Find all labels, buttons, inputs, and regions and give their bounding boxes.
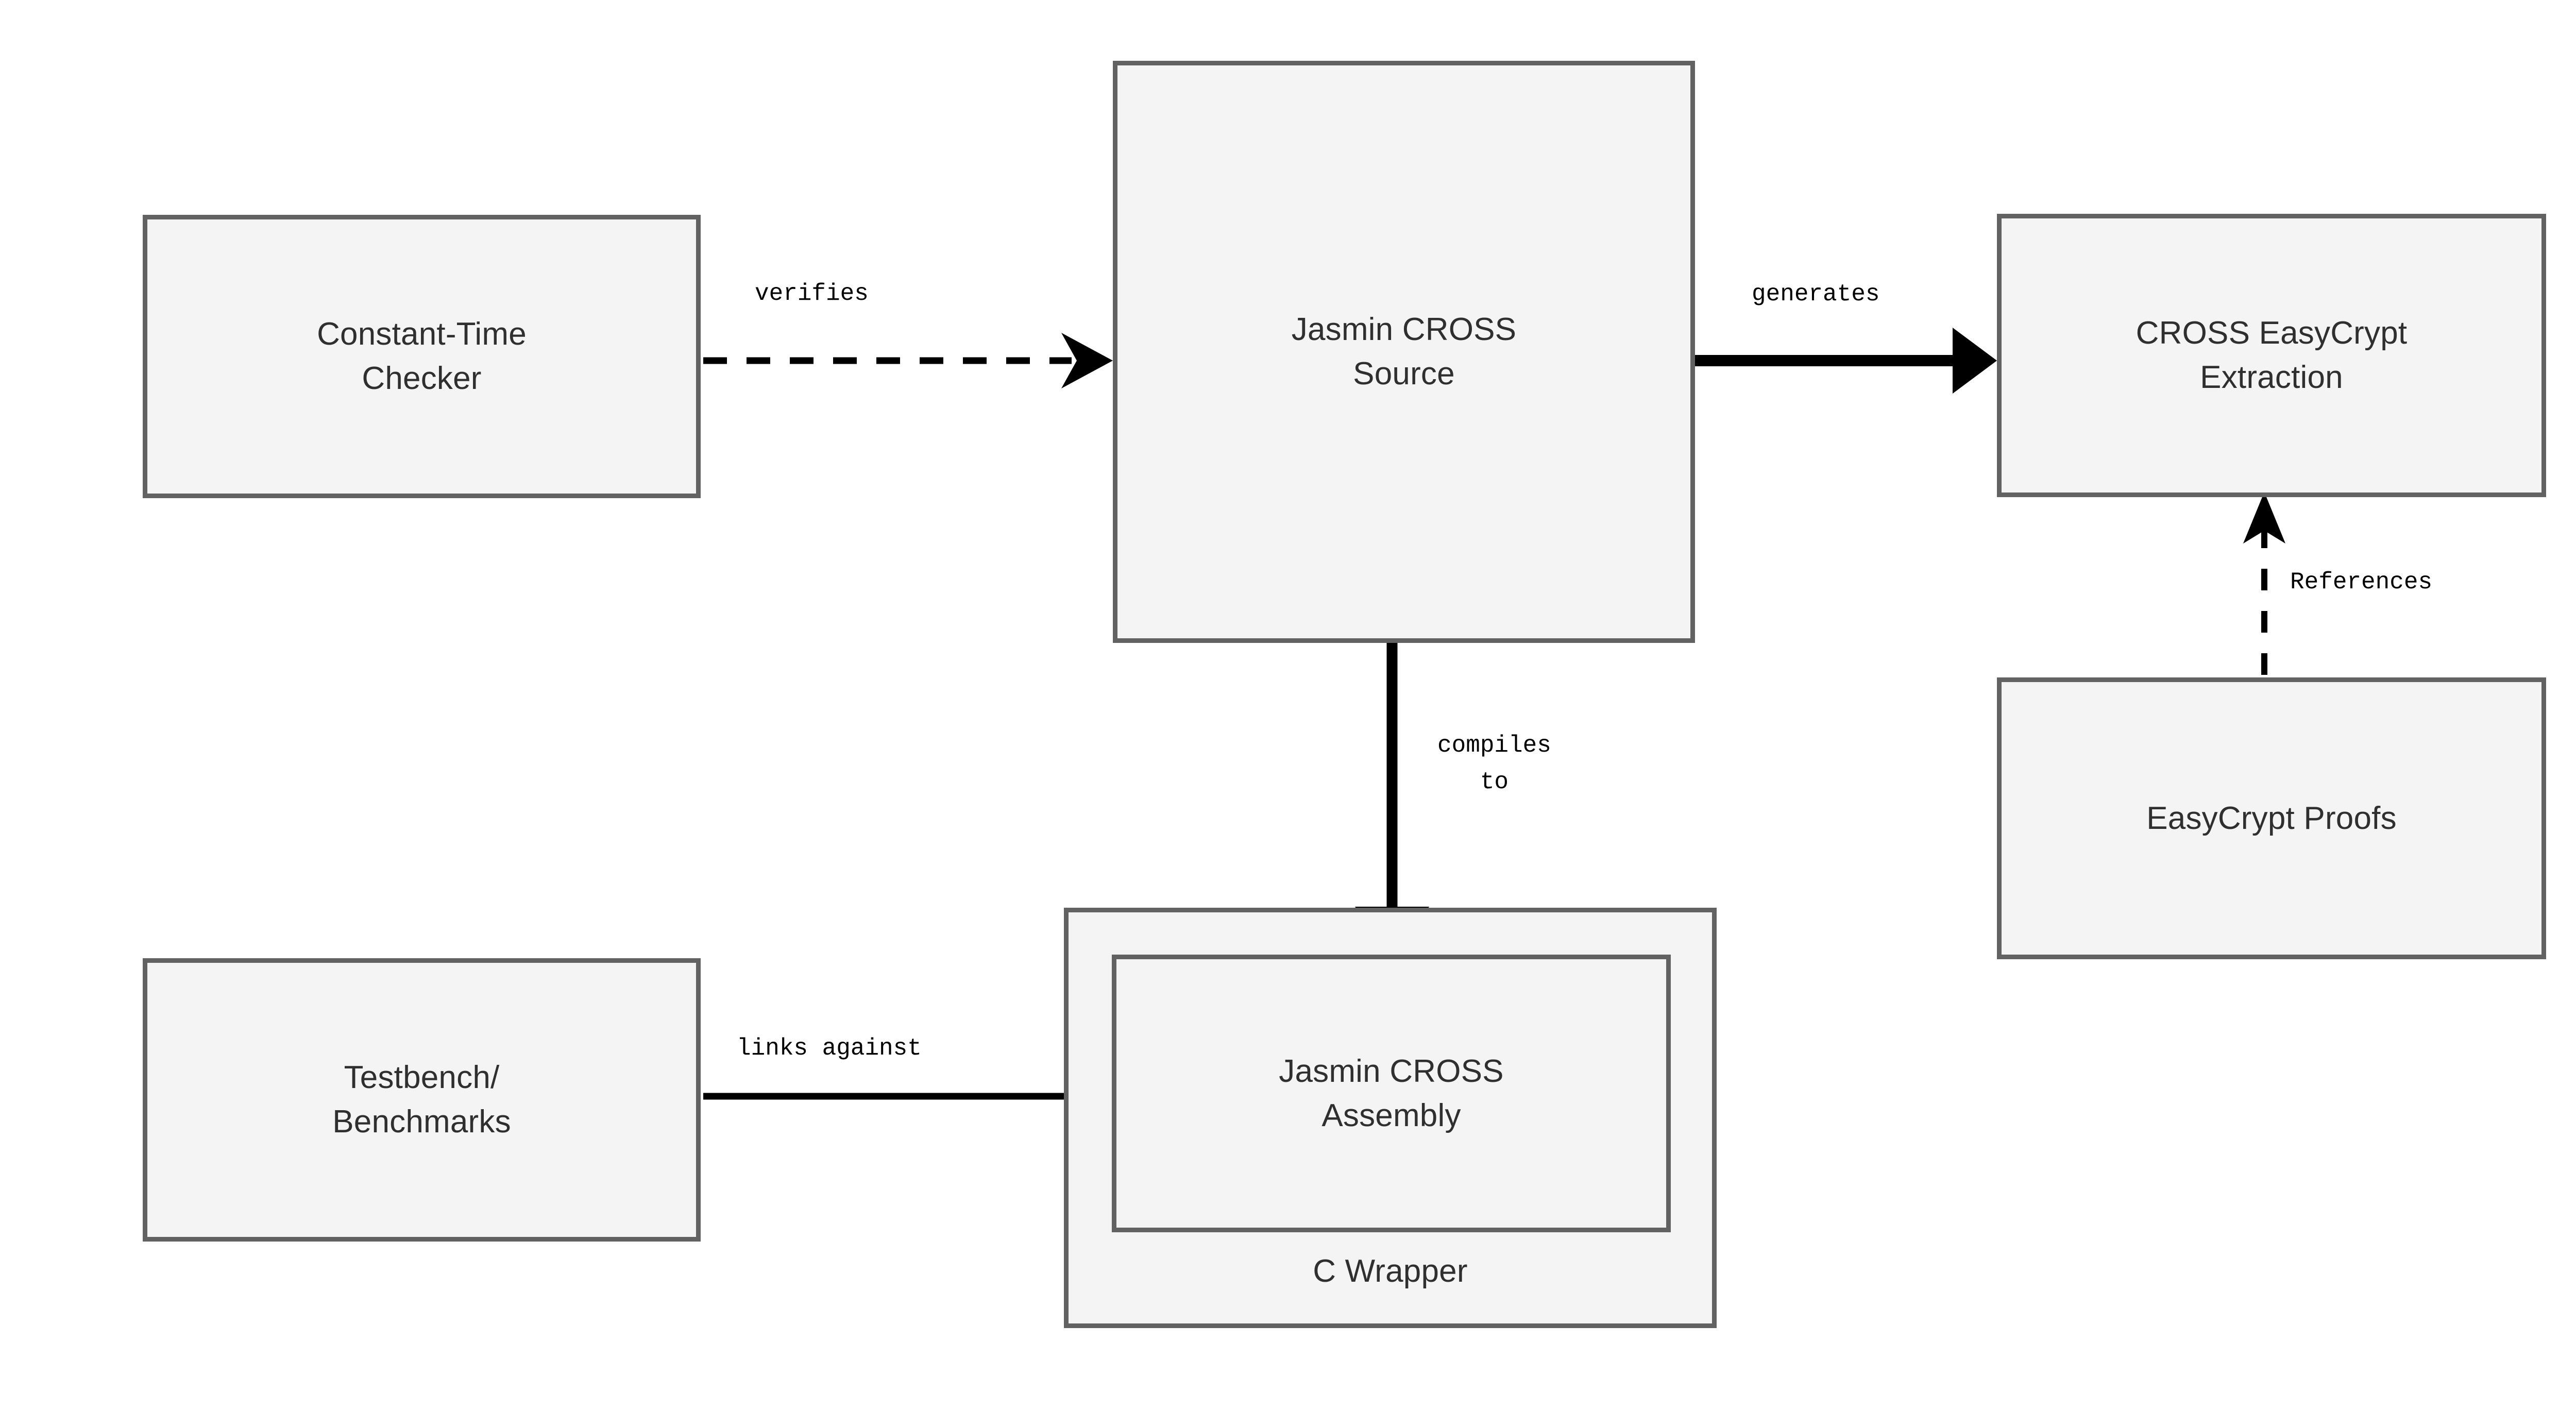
node-testbench-benchmarks[interactable]: Testbench/ Benchmarks xyxy=(143,958,701,1242)
node-label-jasmin-cross-assembly: Jasmin CROSS Assembly xyxy=(1279,1053,1504,1133)
edge-verifies xyxy=(703,333,1113,388)
edge-label-generates: generates xyxy=(1747,276,1885,313)
node-jasmin-cross-source[interactable]: Jasmin CROSS Source xyxy=(1113,61,1695,643)
node-jasmin-cross-assembly[interactable]: Jasmin CROSS Assembly xyxy=(1112,955,1671,1232)
node-cross-easycrypt-extraction[interactable]: CROSS EasyCrypt Extraction xyxy=(1997,214,2546,497)
edge-label-links-against: links against xyxy=(732,1030,927,1067)
node-label-cross-easycrypt-extraction: CROSS EasyCrypt Extraction xyxy=(2136,315,2408,395)
node-constant-time-checker[interactable]: Constant-Time Checker xyxy=(143,215,701,498)
edge-references xyxy=(2243,492,2285,675)
node-label-jasmin-cross-source: Jasmin CROSS Source xyxy=(1291,312,1517,392)
edge-label-references: References xyxy=(2285,564,2438,601)
node-easycrypt-proofs[interactable]: EasyCrypt Proofs xyxy=(1997,677,2546,959)
node-label-easycrypt-proofs: EasyCrypt Proofs xyxy=(2146,800,2397,836)
edge-generates xyxy=(1695,328,1997,394)
edge-label-compiles-to: compiles to xyxy=(1432,727,1556,801)
node-label-testbench-benchmarks: Testbench/ Benchmarks xyxy=(332,1060,511,1140)
edge-links-against xyxy=(703,1065,1115,1127)
edge-label-verifies: verifies xyxy=(750,276,874,313)
node-label-constant-time-checker: Constant-Time Checker xyxy=(317,316,527,396)
node-label-c-wrapper: C Wrapper xyxy=(1313,1253,1468,1289)
